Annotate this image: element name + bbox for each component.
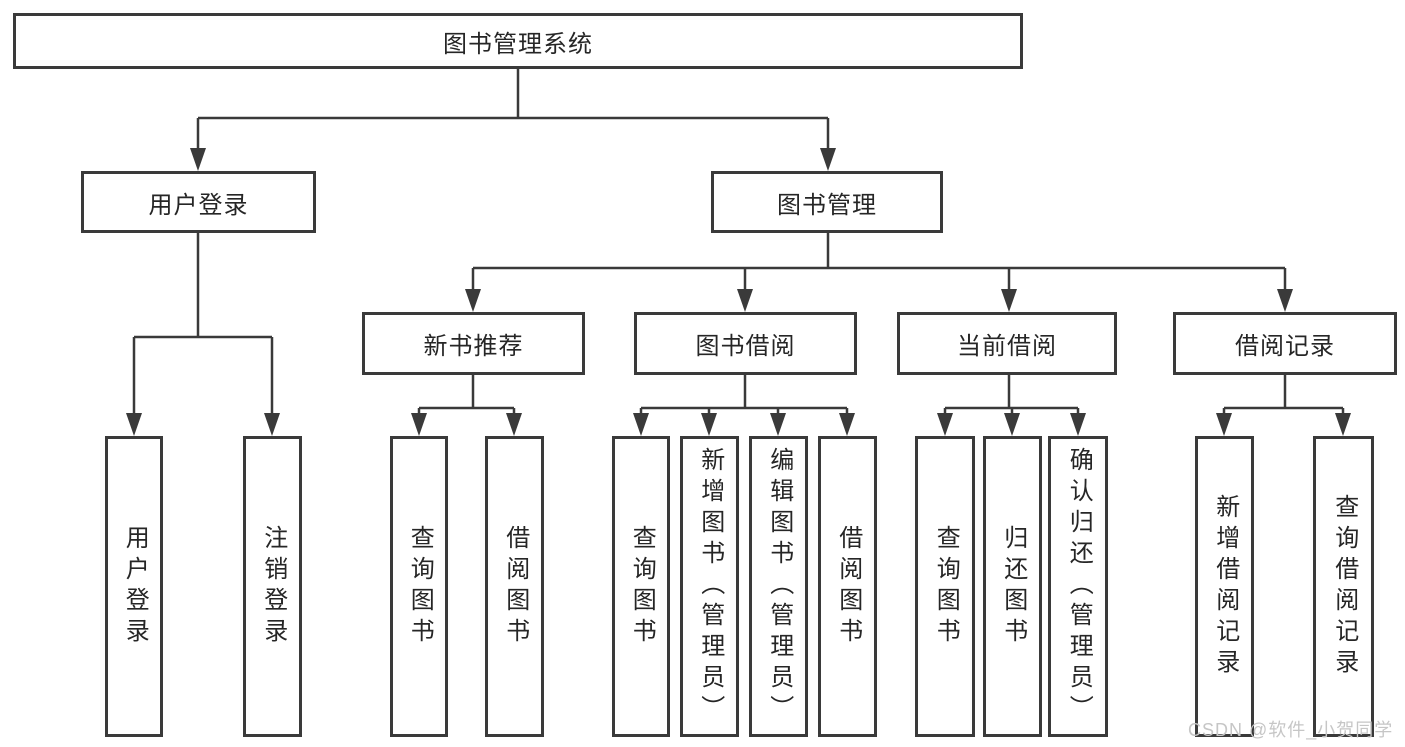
node-book-management-label: 图书管理 [777, 191, 877, 219]
arrow-down-icon [1277, 289, 1293, 312]
arrow-down-icon [1335, 413, 1351, 436]
arrow-down-icon [937, 413, 953, 436]
leaf-query-books-current-label: 查询图书 [932, 524, 960, 649]
node-new-book-recommend: 新书推荐 [362, 312, 585, 375]
leaf-edit-book-admin: 编辑图书（管理员） [749, 436, 808, 737]
leaf-user-login-label: 用户登录 [121, 524, 149, 649]
arrow-down-icon [839, 413, 855, 436]
leaf-add-borrow-record-label: 新增借阅记录 [1211, 493, 1239, 680]
leaf-logout: 注销登录 [243, 436, 302, 737]
arrow-down-icon [1001, 289, 1017, 312]
leaf-add-book-admin: 新增图书（管理员） [680, 436, 739, 737]
leaf-logout-label: 注销登录 [259, 524, 287, 649]
node-current-borrow: 当前借阅 [897, 312, 1117, 375]
leaf-return-book: 归还图书 [983, 436, 1042, 737]
arrow-down-icon [1004, 413, 1020, 436]
node-current-borrow-label: 当前借阅 [957, 333, 1057, 360]
arrow-down-icon [701, 413, 717, 436]
leaf-return-book-label: 归还图书 [999, 524, 1027, 649]
leaf-query-books-recommend-label: 查询图书 [406, 524, 434, 649]
node-book-borrow: 图书借阅 [634, 312, 857, 375]
arrow-down-icon [264, 413, 280, 436]
node-user-login: 用户登录 [81, 171, 316, 233]
leaf-confirm-return-admin: 确认归还（管理员） [1048, 436, 1108, 737]
watermark: CSDN @软件_小贺同学 [1188, 720, 1394, 740]
arrow-down-icon [1070, 413, 1086, 436]
node-borrow-records: 借阅记录 [1173, 312, 1397, 375]
leaf-borrow-books-recommend-label: 借阅图书 [501, 524, 529, 649]
node-user-login-label: 用户登录 [148, 191, 249, 219]
leaf-query-borrow-record: 查询借阅记录 [1313, 436, 1374, 737]
arrow-down-icon [820, 148, 836, 171]
leaf-add-book-admin-label: 新增图书（管理员） [696, 447, 724, 726]
node-book-management: 图书管理 [711, 171, 943, 233]
node-book-borrow-label: 图书借阅 [695, 333, 796, 360]
leaf-borrow-books-borrow: 借阅图书 [818, 436, 877, 737]
leaf-query-books-recommend: 查询图书 [390, 436, 448, 737]
arrow-down-icon [190, 148, 206, 171]
node-root-label: 图书管理系统 [443, 30, 593, 58]
node-new-book-recommend-label: 新书推荐 [423, 333, 524, 360]
arrow-down-icon [506, 413, 522, 436]
leaf-add-borrow-record: 新增借阅记录 [1195, 436, 1254, 737]
leaf-query-borrow-record-label: 查询借阅记录 [1330, 493, 1358, 680]
leaf-query-books-borrow: 查询图书 [612, 436, 670, 737]
node-borrow-records-label: 借阅记录 [1235, 333, 1335, 360]
leaf-query-books-borrow-label: 查询图书 [628, 524, 656, 649]
arrow-down-icon [465, 289, 481, 312]
arrow-down-icon [633, 413, 649, 436]
arrowheads [126, 148, 1351, 436]
arrow-down-icon [770, 413, 786, 436]
arrow-down-icon [1216, 413, 1232, 436]
node-root: 图书管理系统 [13, 13, 1023, 69]
arrow-down-icon [126, 413, 142, 436]
leaf-borrow-books-borrow-label: 借阅图书 [834, 524, 862, 649]
leaf-edit-book-admin-label: 编辑图书（管理员） [765, 447, 793, 726]
arrow-down-icon [737, 289, 753, 312]
leaf-query-books-current: 查询图书 [915, 436, 975, 737]
leaf-confirm-return-admin-label: 确认归还（管理员） [1065, 447, 1093, 726]
leaf-user-login: 用户登录 [105, 436, 163, 737]
leaf-borrow-books-recommend: 借阅图书 [485, 436, 544, 737]
arrow-down-icon [411, 413, 427, 436]
